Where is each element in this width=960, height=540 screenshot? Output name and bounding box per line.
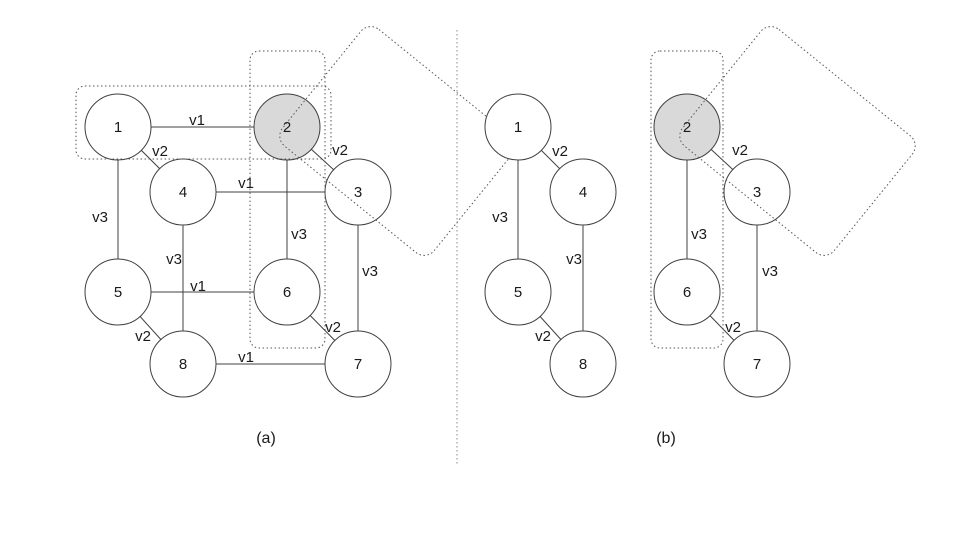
panel-b: 1 4 5 8 2 3 6 7 v2 v3 v3 v2 v2 v3 v3 v2 (b): [484, 26, 916, 447]
group-box: [249, 50, 326, 349]
node-8-label: 8: [179, 356, 187, 373]
panel-a-caption: (a): [256, 430, 276, 447]
edge-label-6-7: v2: [725, 319, 741, 336]
edge-label-4-3: v1: [238, 175, 254, 192]
node-5-label: 5: [114, 284, 122, 301]
node-7-circle: [723, 330, 791, 398]
node-1-circle: [484, 93, 552, 161]
node-7-label: 7: [354, 356, 362, 373]
node-1-label: 1: [514, 119, 522, 136]
panel-b-caption: (b): [656, 430, 676, 447]
edge-label-2-3: v2: [332, 142, 348, 159]
group-box: [679, 26, 916, 256]
node-8-label: 8: [579, 356, 587, 373]
node-4-circle: [549, 158, 617, 226]
node-8-circle: [549, 330, 617, 398]
node-3-label: 3: [354, 184, 362, 201]
node-4-circle: [149, 158, 217, 226]
node-3-circle: [324, 158, 392, 226]
edge-label-4-8: v3: [566, 251, 582, 268]
edge-label-5-8: v2: [135, 328, 151, 345]
edge-label-5-6: v1: [190, 278, 206, 295]
edge-label-1-4: v2: [552, 143, 568, 160]
node-6-label: 6: [283, 284, 291, 301]
panel-a: 1 2 3 4 5 6 7 8 v1 v2 v3 v2 v3 v1 v3 v3 v1 v2 v2 v1 (a): [75, 26, 516, 447]
edge-label-6-7: v2: [325, 319, 341, 336]
node-2-label: 2: [283, 119, 291, 136]
edge-label-1-5: v3: [92, 209, 108, 226]
edge-label-8-7: v1: [238, 349, 254, 366]
node-6-circle: [653, 258, 721, 326]
node-1-label: 1: [114, 119, 122, 136]
node-3-label: 3: [753, 184, 761, 201]
node-5-label: 5: [514, 284, 522, 301]
edge-label-3-7: v3: [762, 263, 778, 280]
group-box: [279, 26, 516, 256]
node-5-circle: [84, 258, 152, 326]
node-4-label: 4: [179, 184, 187, 201]
node-4-label: 4: [579, 184, 587, 201]
edge-label-1-5: v3: [492, 209, 508, 226]
node-7-circle: [324, 330, 392, 398]
node-6-label: 6: [683, 284, 691, 301]
node-3-circle: [723, 158, 791, 226]
edge-label-2-3: v2: [732, 142, 748, 159]
node-5-circle: [484, 258, 552, 326]
node-2-circle: [653, 93, 721, 161]
edge-label-2-6: v3: [691, 226, 707, 243]
group-box: [650, 50, 724, 349]
node-2-circle: [253, 93, 321, 161]
node-7-label: 7: [753, 356, 761, 373]
edge-label-4-8: v3: [166, 251, 182, 268]
node-8-circle: [149, 330, 217, 398]
edge-label-2-6: v3: [291, 226, 307, 243]
node-6-circle: [253, 258, 321, 326]
edge-label-3-7: v3: [362, 263, 378, 280]
edge-label-1-2: v1: [189, 112, 205, 129]
edge-label-1-4: v2: [152, 143, 168, 160]
edge-label-5-8: v2: [535, 328, 551, 345]
node-2-label: 2: [683, 119, 691, 136]
node-1-circle: [84, 93, 152, 161]
